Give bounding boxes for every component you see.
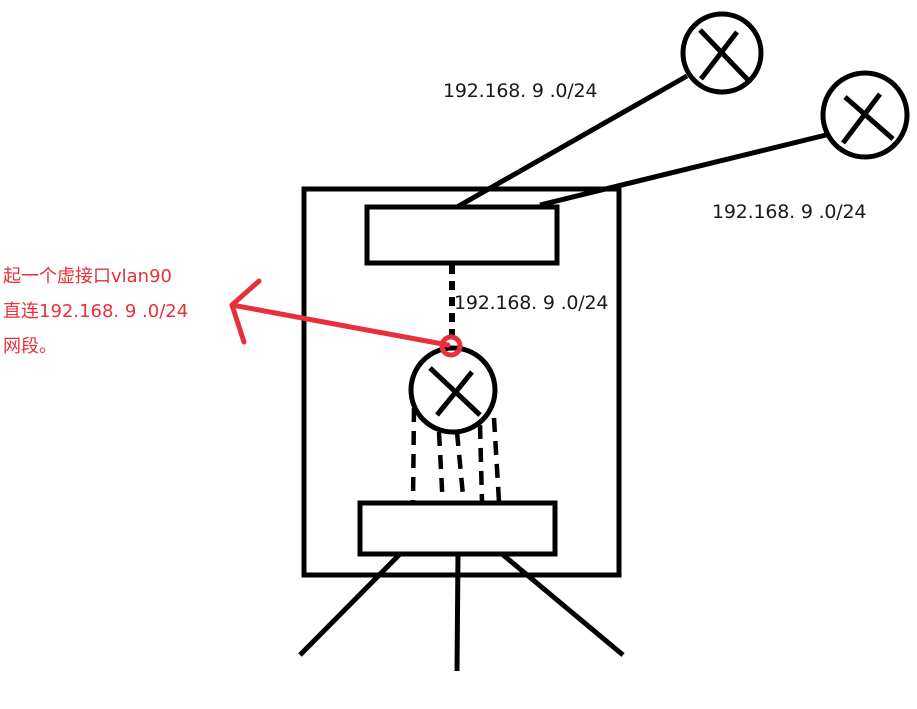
annotation-line-3: 网段。: [3, 336, 57, 357]
uplink-1: [455, 73, 689, 210]
external-router-1-icon: [680, 11, 764, 95]
device-chassis: [301, 186, 622, 578]
internal-router-icon: [408, 345, 498, 435]
annotation-arrow-icon: [229, 278, 463, 358]
link-label-inner: 192.168. 9 .0/24: [454, 292, 609, 314]
lower-switch-box: [357, 500, 558, 557]
annotation-line-2: 直连192.168. 9 .0/24: [3, 301, 189, 322]
uplink-2: [539, 132, 827, 208]
upper-switch-box: [364, 204, 560, 266]
downlink-center: [454, 553, 461, 672]
downlink-left: [298, 552, 402, 657]
link-label-right: 192.168. 9 .0/24: [712, 201, 867, 223]
link-label-top: 192.168. 9 .0/24: [443, 80, 598, 102]
annotation-text: 起一个虚接口vlan90 直连192.168. 9 .0/24 网段。: [3, 259, 188, 364]
internal-dashed-links: [410, 407, 502, 509]
downlink-right: [500, 552, 625, 657]
annotation-line-1: 起一个虚接口vlan90: [3, 266, 172, 287]
external-router-2-icon: [820, 70, 910, 160]
